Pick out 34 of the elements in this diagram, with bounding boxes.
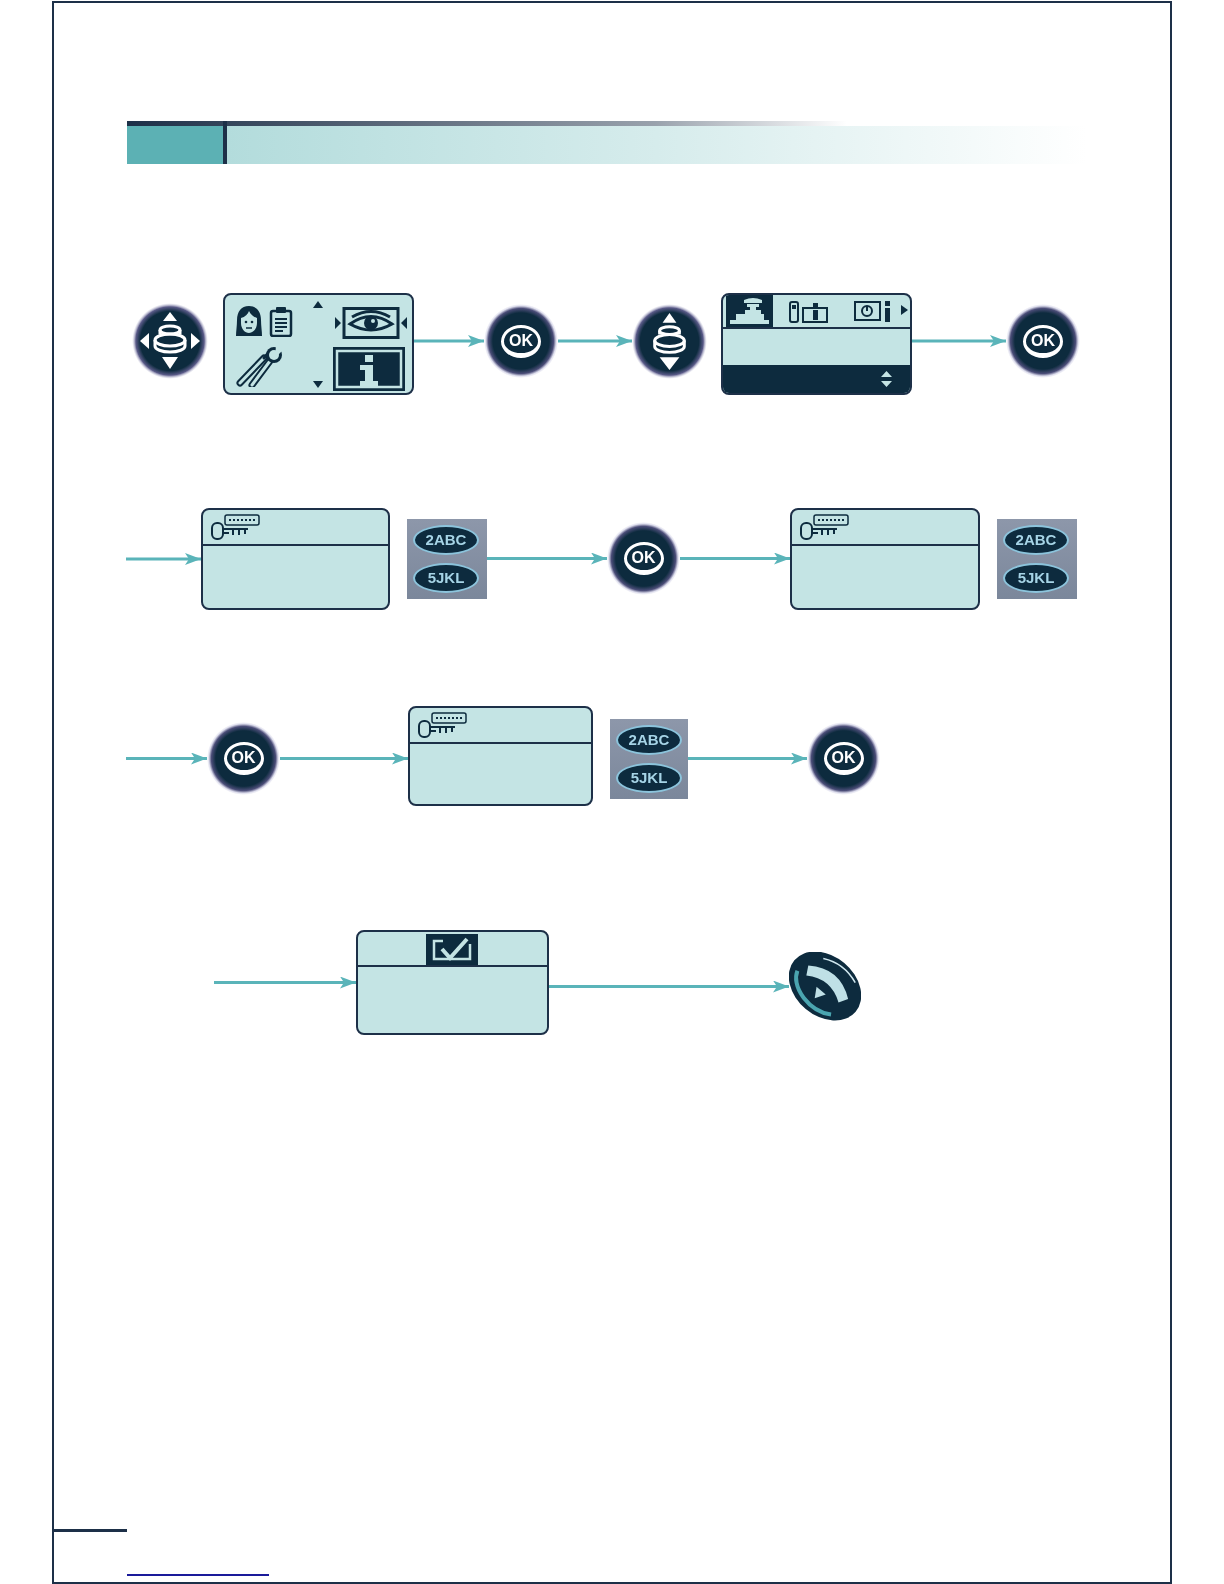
display-screen xyxy=(721,293,912,395)
arrow xyxy=(912,335,1006,347)
keypad-key: 2ABC xyxy=(413,525,479,555)
ok-button: OK xyxy=(807,722,880,795)
arrow xyxy=(126,553,201,565)
end-call-key-drawing xyxy=(789,952,861,1021)
arrow xyxy=(680,552,790,565)
navigation-key-drawing xyxy=(632,304,707,379)
keypad xyxy=(407,519,487,599)
keypad-key: 2ABC xyxy=(616,725,682,755)
arrow xyxy=(280,752,408,765)
display-screen xyxy=(356,930,549,1035)
navigation-key-drawing xyxy=(132,303,208,379)
arrow xyxy=(214,976,356,989)
display-screen xyxy=(790,508,980,610)
display-screen xyxy=(408,706,593,806)
keypad-key: 5JKL xyxy=(1003,563,1069,593)
arrow xyxy=(126,752,207,765)
arrow xyxy=(688,752,807,765)
arrow xyxy=(414,335,484,347)
ok-button: OK xyxy=(207,722,280,795)
ok-button: OK xyxy=(484,304,558,378)
display-screen xyxy=(223,293,414,395)
keypad-key: 5JKL xyxy=(616,763,682,793)
keypad xyxy=(997,519,1077,599)
arrow xyxy=(487,552,607,565)
display-screen xyxy=(201,508,390,610)
arrow xyxy=(549,980,789,993)
arrow xyxy=(558,335,632,347)
keypad xyxy=(610,719,688,799)
keypad-key: 2ABC xyxy=(1003,525,1069,555)
keypad-key: 5JKL xyxy=(413,563,479,593)
ok-button: OK xyxy=(1006,304,1080,378)
ok-button: OK xyxy=(607,522,680,595)
